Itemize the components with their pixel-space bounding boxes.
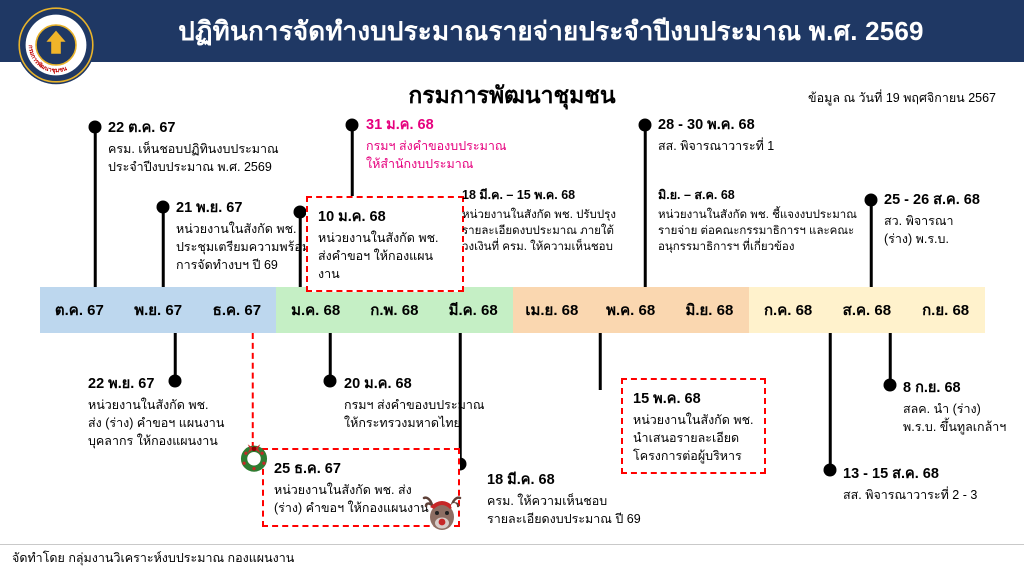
event-date: 20 ม.ค. 68 — [344, 376, 412, 392]
footer-divider — [0, 544, 1024, 545]
event-description: หน่วยงานในสังกัด พช. ส่งคำขอฯ ให้กองแผนง… — [318, 231, 439, 281]
timeline-event-above-3-pink: 31 ม.ค. 68 กรมฯ ส่งคำของบประมาณ ให้สำนัก… — [366, 113, 571, 174]
timeline-event-above-4: 18 มี.ค. – 15 พ.ค. 68 หน่วยงานในสังกัด พ… — [462, 185, 642, 255]
month-cell-may68: พ.ค. 68 — [591, 287, 670, 333]
event-description: สว. พิจารณา (ร่าง) พ.ร.บ. — [884, 214, 954, 246]
event-description: หน่วยงานในสังกัด พช. ส่ง (ร่าง) คำขอฯ ให… — [274, 483, 429, 515]
event-description: กรมฯ ส่งคำของบประมาณ ให้สำนักงบประมาณ — [366, 139, 507, 171]
timeline-event-below-5: 8 ก.ย. 68 สลค. นำ (ร่าง) พ.ร.บ. ขึ้นทูลเ… — [903, 376, 1023, 437]
logo-emblem-icon: กรมการพัฒนาชุมชน — [16, 5, 96, 85]
event-description: หน่วยงานในสังกัด พช. ปรับปรุง รายละเอียด… — [462, 209, 616, 254]
event-date: 13 - 15 ส.ค. 68 — [843, 466, 939, 482]
connector-line — [173, 333, 177, 375]
event-description: สส. พิจารณาวาระที่ 1 — [658, 139, 775, 153]
month-cell-nov67: พ.ย. 67 — [118, 287, 198, 333]
page-subtitle: กรมการพัฒนาชุมชน — [408, 82, 616, 108]
connector-line — [643, 131, 647, 287]
connector-line — [161, 213, 165, 287]
month-cell-oct67: ต.ค. 67 — [40, 287, 119, 333]
timeline-event-above-7: 25 - 26 ส.ค. 68 สว. พิจารณา (ร่าง) พ.ร.บ… — [884, 188, 1014, 249]
timeline-event-below-0: 22 พ.ย. 67 หน่วยงานในสังกัด พช. ส่ง (ร่า… — [88, 372, 246, 450]
connector-line — [93, 133, 97, 287]
event-description: หน่วยงานในสังกัด พช. ประชุมเตรียมความพร้… — [176, 222, 311, 272]
event-description: ครม. ให้ความเห็นชอบ รายละเอียดงบประมาณ ป… — [487, 494, 641, 526]
timeline-event-above-5: 28 - 30 พ.ค. 68 สส. พิจารณาวาระที่ 1 — [658, 113, 833, 156]
timeline-event-above-0: 22 ต.ค. 67 ครม. เห็นชอบปฏิทินงบประมาณ ปร… — [108, 116, 323, 177]
timeline-event-below-3: 18 มี.ค. 68 ครม. ให้ความเห็นชอบ รายละเอี… — [487, 468, 662, 529]
month-cell-feb68: ก.พ. 68 — [355, 287, 434, 333]
event-marker-dot — [345, 118, 359, 132]
month-cell-jun68: มิ.ย. 68 — [670, 287, 749, 333]
event-description: ครม. เห็นชอบปฏิทินงบประมาณ ประจำปีงบประม… — [108, 142, 279, 174]
event-marker-dot — [883, 378, 897, 392]
event-date: 18 มี.ค. – 15 พ.ค. 68 — [462, 188, 576, 202]
event-description: กรมฯ ส่งคำของบประมาณ ให้กระทรวงมหาดไทย — [344, 398, 485, 430]
christmas-wreath-icon — [236, 438, 272, 479]
event-marker-dot — [88, 120, 102, 134]
event-date: 25 ธ.ค. 67 — [274, 461, 341, 477]
page-title: ปฏิทินการจัดทำงบประมาณรายจ่ายประจำปีงบปร… — [178, 15, 924, 46]
connector-line — [888, 333, 892, 379]
timeline-event-below-1-highlighted: 25 ธ.ค. 67 หน่วยงานในสังกัด พช. ส่ง (ร่า… — [262, 448, 460, 527]
event-description: สลค. นำ (ร่าง) พ.ร.บ. ขึ้นทูลเกล้าฯ — [903, 402, 1007, 434]
event-date: 25 - 26 ส.ค. 68 — [884, 192, 980, 208]
event-date: 8 ก.ย. 68 — [903, 380, 961, 396]
timeline-event-below-2: 20 ม.ค. 68 กรมฯ ส่งคำของบประมาณ ให้กระทร… — [344, 372, 516, 433]
event-marker-dot — [293, 205, 307, 219]
month-cell-dec67: ธ.ค. 67 — [197, 287, 277, 333]
event-marker-dot — [323, 374, 337, 388]
event-date: 22 ต.ค. 67 — [108, 120, 176, 136]
month-cell-jul68: ก.ค. 68 — [748, 287, 828, 333]
event-marker-dot — [864, 193, 878, 207]
connector-line — [828, 333, 832, 464]
event-description: หน่วยงานในสังกัด พช. นำเสนอรายละเอียด โค… — [633, 413, 754, 463]
timeline-event-below-4-highlighted: 15 พ.ค. 68 หน่วยงานในสังกัด พช. นำเสนอรา… — [621, 378, 766, 475]
connector-line-dashed — [251, 333, 255, 448]
timeline-event-below-6: 13 - 15 ส.ค. 68 สส. พิจารณาวาระที่ 2 - 3 — [843, 462, 1021, 505]
month-cell-aug68: ส.ค. 68 — [827, 287, 907, 333]
data-as-of-note: ข้อมูล ณ วันที่ 19 พฤศจิกายน 2567 — [808, 91, 996, 105]
event-date: 22 พ.ย. 67 — [88, 376, 155, 392]
connector-line — [869, 206, 873, 287]
event-marker-dot — [638, 118, 652, 132]
month-cell-apr68: เม.ย. 68 — [512, 287, 592, 333]
event-date: 10 ม.ค. 68 — [318, 209, 386, 225]
timeline-bar: ต.ค. 67 พ.ย. 67 ธ.ค. 67 ม.ค. 68 ก.พ. 68 … — [40, 287, 985, 333]
event-date: มิ.ย. – ส.ค. 68 — [658, 188, 735, 202]
event-date: 18 มี.ค. 68 — [487, 472, 555, 488]
department-logo: กรมการพัฒนาชุมชน — [16, 5, 96, 85]
event-date: 31 ม.ค. 68 — [366, 117, 434, 133]
timeline-event-above-6: มิ.ย. – ส.ค. 68 หน่วยงานในสังกัด พช. ชี้… — [658, 185, 863, 255]
event-date: 21 พ.ย. 67 — [176, 200, 243, 216]
connector-line — [298, 218, 302, 287]
event-description: หน่วยงานในสังกัด พช. ชี้แจงงบประมาณ รายจ… — [658, 209, 857, 254]
connector-line — [598, 333, 602, 390]
footer-credit: จัดทำโดย กลุ่มงานวิเคราะห์งบประมาณ กองแผ… — [12, 551, 295, 565]
event-marker-dot — [156, 200, 170, 214]
event-date: 15 พ.ค. 68 — [633, 391, 701, 407]
month-cell-sep68: ก.ย. 68 — [906, 287, 985, 333]
month-cell-jan68: ม.ค. 68 — [276, 287, 355, 333]
connector-line — [458, 333, 462, 458]
event-description: หน่วยงานในสังกัด พช. ส่ง (ร่าง) คำขอฯ แผ… — [88, 398, 225, 448]
reindeer-icon — [420, 492, 464, 541]
month-cell-mar68: มี.ค. 68 — [433, 287, 513, 333]
event-marker-dot — [823, 463, 837, 477]
event-date: 28 - 30 พ.ค. 68 — [658, 117, 755, 133]
event-description: สส. พิจารณาวาระที่ 2 - 3 — [843, 488, 978, 502]
connector-line — [328, 333, 332, 375]
event-marker-dot — [168, 374, 182, 388]
timeline-event-above-2-highlighted: 10 ม.ค. 68 หน่วยงานในสังกัด พช. ส่งคำขอฯ… — [306, 196, 464, 293]
header-bar: ปฏิทินการจัดทำงบประมาณรายจ่ายประจำปีงบปร… — [0, 0, 1024, 62]
timeline-event-above-1: 21 พ.ย. 67 หน่วยงานในสังกัด พช. ประชุมเต… — [176, 196, 366, 274]
